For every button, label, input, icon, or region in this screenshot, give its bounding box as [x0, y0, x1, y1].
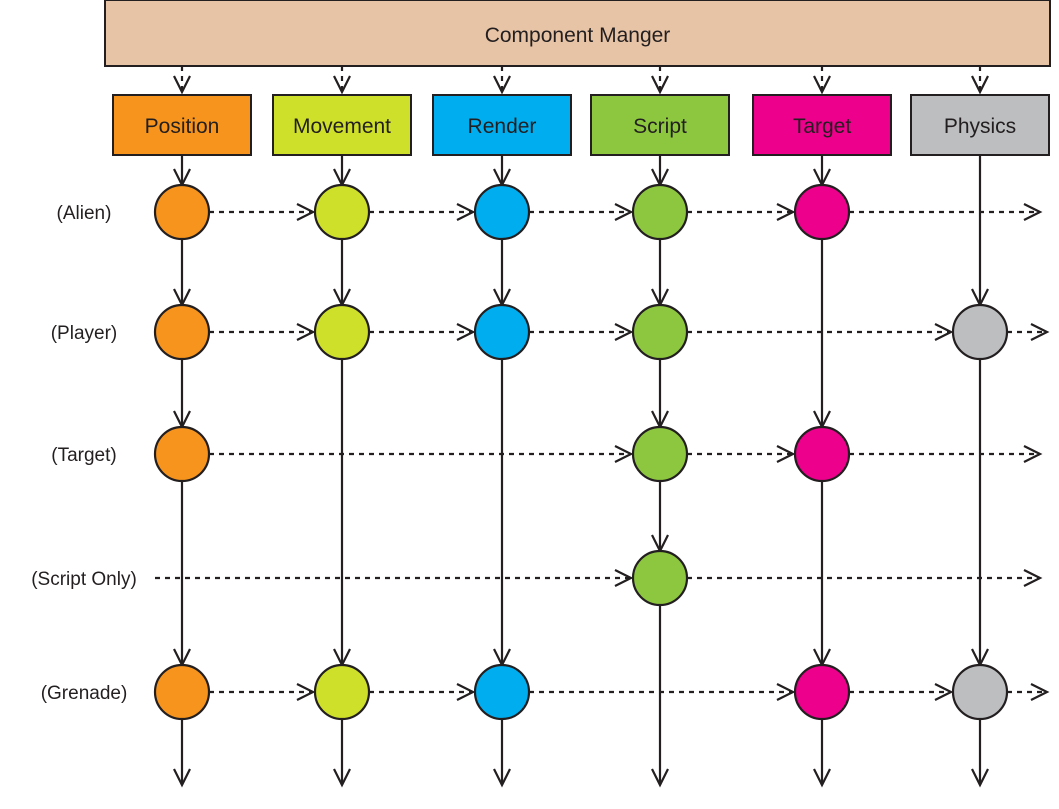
script-only-chain-arrowhead: [614, 569, 634, 587]
physics-component-label: Physics: [944, 115, 1016, 138]
render-chain-arrowhead: [493, 768, 511, 788]
component-manager-box: [104, 0, 1051, 67]
grenade-movement-node: [313, 663, 371, 721]
script-only-chain-arrowhead: [1023, 569, 1043, 587]
player-movement-node: [313, 303, 371, 361]
target-position-node: [153, 425, 211, 483]
physics-component-box: [910, 94, 1050, 156]
target-component-label: Target: [793, 115, 852, 138]
script-chain-arrowhead: [651, 768, 669, 788]
script-component-label: Script: [633, 115, 687, 138]
component-manager-label: Component Manger: [485, 24, 671, 47]
target-entity-label: (Target): [51, 445, 116, 466]
player-entity-label: (Player): [51, 323, 118, 344]
target-chain-arrowhead: [614, 445, 634, 463]
manager-to-render-arrowhead: [493, 75, 511, 95]
render-component-label: Render: [468, 115, 537, 138]
grenade-position-node: [153, 663, 211, 721]
script-only-script-node: [631, 549, 689, 607]
grenade-entity-label: (Grenade): [41, 683, 128, 704]
target-chain-arrowhead: [776, 445, 796, 463]
grenade-chain-arrowhead: [934, 683, 954, 701]
connection-lines: [155, 66, 1050, 788]
player-chain-arrowhead: [456, 323, 476, 341]
player-chain-arrowhead: [296, 323, 316, 341]
render-component-box: [432, 94, 572, 156]
script-only-entity-label: (Script Only): [31, 569, 137, 590]
entity-nodes: [153, 183, 1009, 721]
movement-chain-arrowhead: [333, 768, 351, 788]
manager-to-script-arrowhead: [651, 75, 669, 95]
alien-entity-label: (Alien): [57, 203, 112, 224]
alien-chain-arrowhead: [614, 203, 634, 221]
script-component-box: [590, 94, 730, 156]
grenade-chain-arrowhead: [776, 683, 796, 701]
target-target-node: [793, 425, 851, 483]
player-chain-arrowhead: [1030, 323, 1050, 341]
manager-to-position-arrowhead: [173, 75, 191, 95]
target-component-box: [752, 94, 892, 156]
movement-component-box: [272, 94, 412, 156]
alien-script-node: [631, 183, 689, 241]
alien-movement-node: [313, 183, 371, 241]
player-physics-node: [951, 303, 1009, 361]
manager-to-physics-arrowhead: [971, 75, 989, 95]
alien-chain-arrowhead: [776, 203, 796, 221]
alien-chain-arrowhead: [296, 203, 316, 221]
grenade-chain-arrowhead: [456, 683, 476, 701]
grenade-render-node: [473, 663, 531, 721]
manager-to-target-arrowhead: [813, 75, 831, 95]
position-component-box: [112, 94, 252, 156]
target-script-node: [631, 425, 689, 483]
player-chain-arrowhead: [614, 323, 634, 341]
target-chain-arrowhead: [813, 768, 831, 788]
movement-component-label: Movement: [293, 115, 391, 138]
target-chain-arrowhead: [1023, 445, 1043, 463]
alien-render-node: [473, 183, 531, 241]
alien-chain-arrowhead: [1023, 203, 1043, 221]
alien-target-node: [793, 183, 851, 241]
position-component-label: Position: [145, 115, 220, 138]
alien-position-node: [153, 183, 211, 241]
grenade-chain-arrowhead: [1030, 683, 1050, 701]
player-chain-arrowhead: [934, 323, 954, 341]
player-script-node: [631, 303, 689, 361]
alien-chain-arrowhead: [456, 203, 476, 221]
entity-labels: (Alien) (Player) (Target) (Script Only) (Gre…: [31, 203, 137, 704]
player-render-node: [473, 303, 531, 361]
position-chain-arrowhead: [173, 768, 191, 788]
grenade-target-node: [793, 663, 851, 721]
physics-chain-arrowhead: [971, 768, 989, 788]
player-position-node: [153, 303, 211, 361]
manager-to-movement-arrowhead: [333, 75, 351, 95]
grenade-physics-node: [951, 663, 1009, 721]
grenade-chain-arrowhead: [296, 683, 316, 701]
